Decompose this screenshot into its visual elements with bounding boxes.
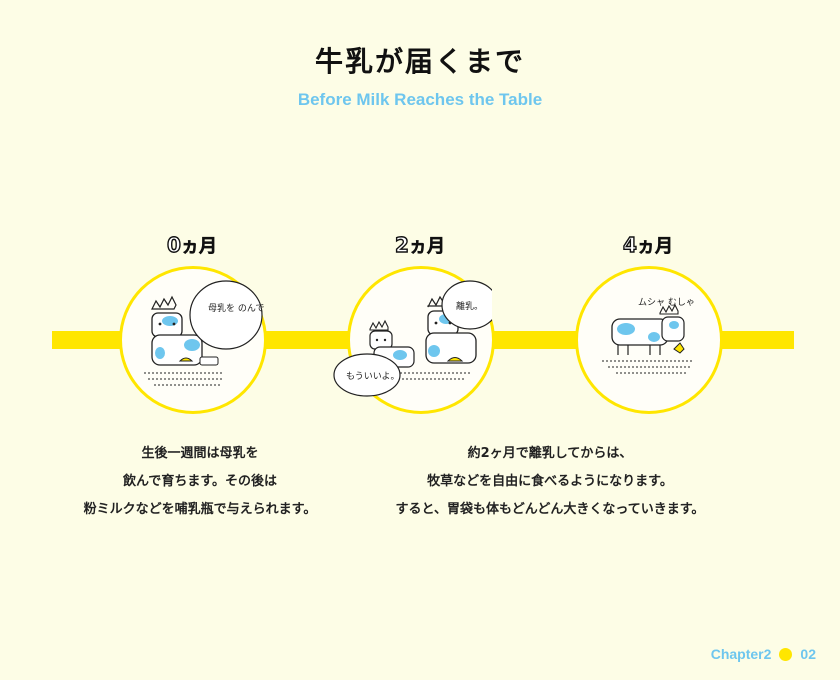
calf-grazing-illustration: ムシャ むしゃ bbox=[602, 297, 695, 374]
stage-label-0: 0ヵ月 bbox=[152, 232, 232, 258]
caption-newborn: 生後一週間は母乳を 飲んで育ちます。その後は 粉ミルクなどを哺乳瓶で与えられます… bbox=[50, 440, 350, 524]
chapter-label: Chapter2 bbox=[710, 646, 772, 662]
stage-unit: ヵ月 bbox=[180, 236, 218, 258]
caption-line: 約2ヶ月で離乳してからは、 bbox=[467, 446, 633, 461]
calf-nursing-illustration: 母乳を のんで。 bbox=[144, 280, 264, 386]
page-footer: Chapter2 02 bbox=[711, 646, 816, 662]
stage-label-2: 2ヵ月 bbox=[380, 232, 460, 258]
caption-line: 飲んで育ちます。その後は bbox=[122, 474, 278, 489]
stage-unit: ヵ月 bbox=[636, 236, 674, 258]
bubble-text: もういいよ。 bbox=[346, 371, 400, 382]
stage-unit: ヵ月 bbox=[408, 236, 446, 258]
bubble-text: 母乳を のんで。 bbox=[208, 302, 264, 314]
calf-weaning-illustration: 離乳。 bbox=[369, 280, 492, 380]
page-subtitle: Before Milk Reaches the Table bbox=[297, 90, 543, 109]
calf-speech-bubble: もういいよ。 bbox=[333, 353, 401, 397]
stage-num: 0 bbox=[166, 232, 181, 257]
caption-line: 牧草などを自由に食べるようになります。 bbox=[427, 474, 673, 489]
footer-dot-icon bbox=[779, 647, 793, 661]
page-title: 牛乳が届くまで bbox=[314, 45, 525, 78]
stage-circle-0: 母乳を のんで。 bbox=[119, 266, 267, 414]
caption-line: すると、胃袋も体もどんどん大きくなっていきます。 bbox=[395, 502, 705, 517]
caption-line: 粉ミルクなどを哺乳瓶で与えられます。 bbox=[83, 502, 317, 517]
caption-weaning: 約2ヶ月で離乳してからは、 牧草などを自由に食べるようになります。 すると、胃袋… bbox=[380, 440, 720, 524]
page-number: 02 bbox=[800, 646, 816, 662]
stage-num: 4 bbox=[622, 232, 637, 257]
sound-text: ムシャ むしゃ bbox=[638, 297, 695, 308]
stage-circle-4: ムシャ むしゃ bbox=[575, 266, 723, 414]
stage-label-4: 4ヵ月 bbox=[608, 232, 688, 258]
stage-num: 2 bbox=[394, 232, 409, 257]
caption-line: 生後一週間は母乳を bbox=[141, 446, 259, 461]
bubble-text: 離乳。 bbox=[456, 300, 483, 312]
